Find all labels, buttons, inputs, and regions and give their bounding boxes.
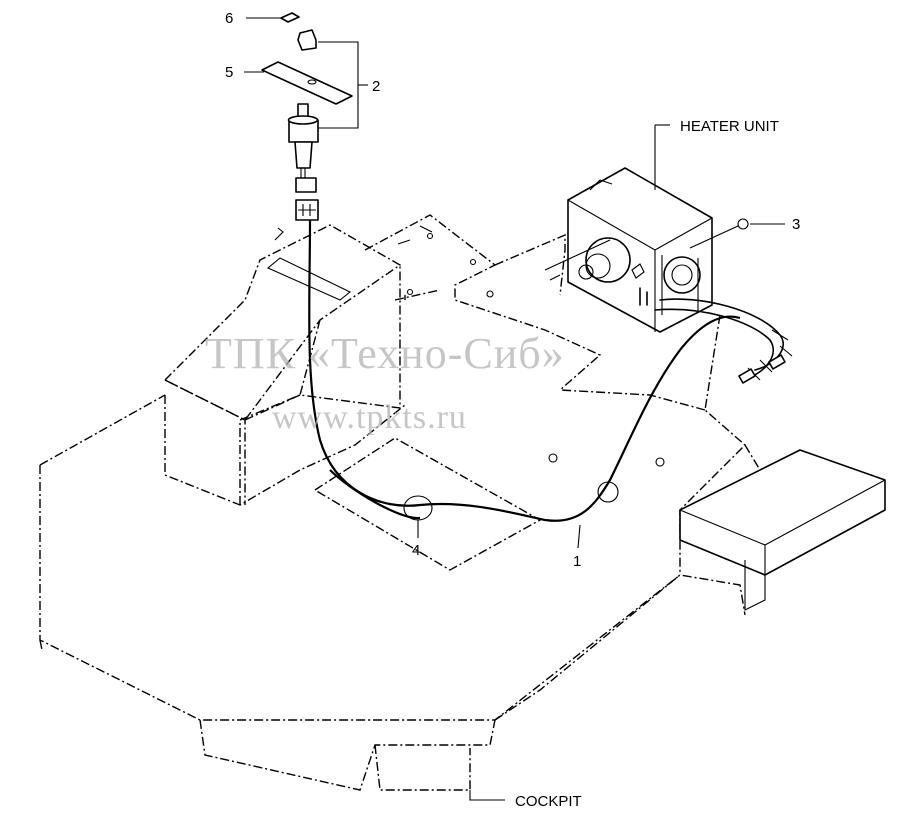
callout-3: 3 (792, 216, 800, 233)
callout-5: 5 (225, 64, 233, 81)
callouts: 6 5 2 3 4 1 (225, 10, 800, 570)
heater-unit (544, 167, 713, 333)
leader-lines (244, 17, 785, 801)
heater-hoses (654, 298, 793, 384)
cockpit-label: COCKPIT (515, 793, 582, 810)
heater-unit-label: HEATER UNIT (680, 118, 779, 135)
watermark-url: www.tpkts.ru (272, 399, 467, 436)
side-step (679, 449, 886, 611)
callout-1: 1 (573, 553, 581, 570)
control-knob-assembly (261, 12, 353, 221)
callout-2: 2 (372, 78, 380, 95)
callout-4: 4 (412, 542, 420, 559)
callout-6: 6 (225, 10, 233, 27)
watermark-title: ТПК «Техно-Сиб» (205, 329, 565, 378)
